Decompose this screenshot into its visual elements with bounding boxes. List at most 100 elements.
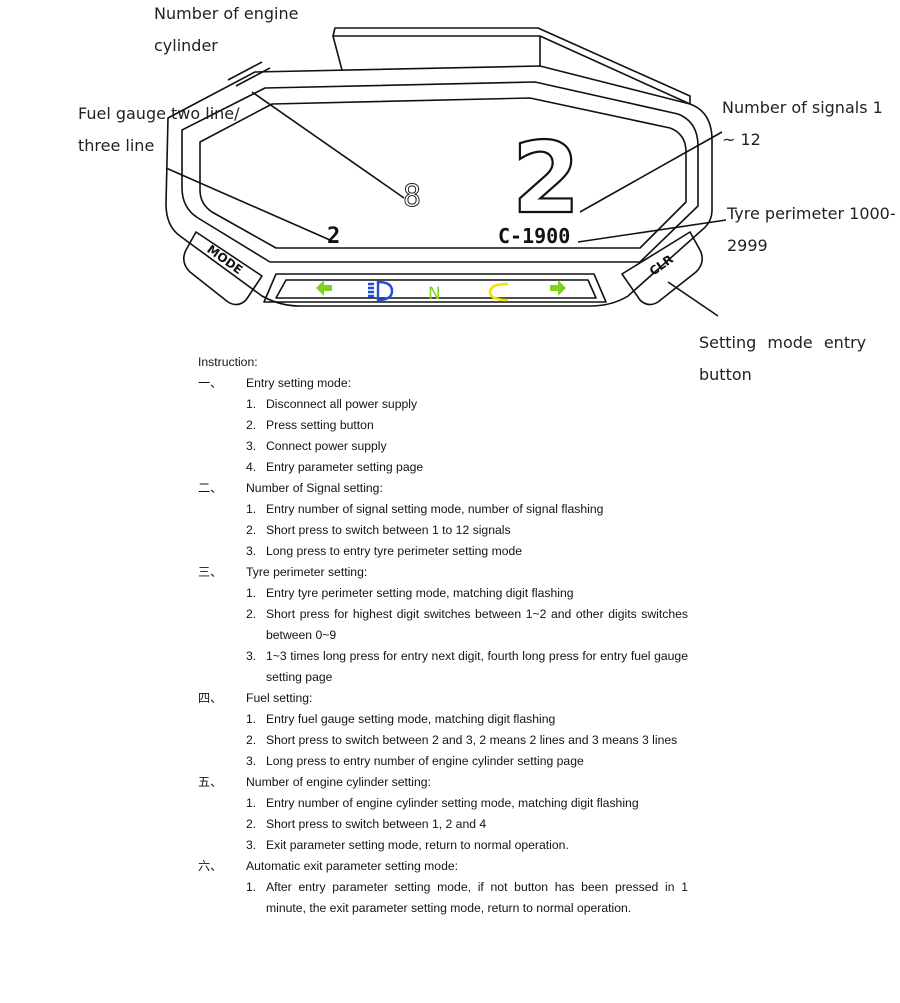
step-number: 2. xyxy=(246,418,257,432)
clr-button-outline xyxy=(621,231,704,306)
instruction-step: 1. Entry number of engine cylinder settin… xyxy=(198,793,688,814)
step-number: 2. xyxy=(246,817,257,831)
section-number: 三、 xyxy=(198,565,223,579)
instruction-step: 1. Entry tyre perimeter setting mode, mat… xyxy=(198,583,688,604)
step-text: Entry tyre perimeter setting mode, match… xyxy=(266,586,574,600)
section-title: Entry setting mode: xyxy=(246,376,351,390)
step-text: Long press to entry tyre perimeter setti… xyxy=(266,544,523,558)
step-number: 1. xyxy=(246,586,257,600)
section-number: 五、 xyxy=(198,775,223,789)
section-number: 二、 xyxy=(198,481,223,495)
instruction-step: 2. Short press to switch between 1 to 12 … xyxy=(198,520,688,541)
step-text: Entry number of engine cylinder setting … xyxy=(266,796,639,810)
step-number: 3. xyxy=(246,439,257,453)
section-title: Tyre perimeter setting: xyxy=(246,565,368,579)
step-text: Short press to switch between 1 to 12 si… xyxy=(266,523,511,537)
section-title: Fuel setting: xyxy=(246,691,313,705)
section-title: Automatic exit parameter setting mode: xyxy=(246,859,459,873)
high-beam-indicator-icon xyxy=(368,280,394,302)
dash-visor-top xyxy=(332,35,541,71)
cylinder-digit: 8 xyxy=(403,179,421,214)
step-number: 1. xyxy=(246,712,257,726)
dash-edge-lines xyxy=(227,61,271,87)
section-heading: 三、 Tyre perimeter setting: xyxy=(198,562,688,583)
instruction-step: 1. After entry parameter setting mode, if… xyxy=(198,877,688,919)
mode-button-outline xyxy=(182,231,263,306)
step-number: 1. xyxy=(246,796,257,810)
section-heading: 五、 Number of engine cylinder setting: xyxy=(198,772,688,793)
section-heading: 一、 Entry setting mode: xyxy=(198,373,688,394)
dash-housing-outer xyxy=(165,65,713,307)
lcd-window xyxy=(199,97,687,249)
instruction-step: 3.Connect power supply xyxy=(198,436,688,457)
dashboard-diagram: 8 2 2 C-1900 MODE CLR N xyxy=(165,27,727,317)
instruction-section: 二、 Number of Signal setting: 1. Entry numbe… xyxy=(198,478,688,562)
step-text: 1~3 times long press for entry next digi… xyxy=(266,649,688,684)
step-text: Long press to entry number of engine cyl… xyxy=(266,754,584,768)
leader-line-signals xyxy=(579,131,723,213)
step-number: 2. xyxy=(246,733,257,747)
right-turn-indicator-icon xyxy=(550,280,566,296)
section-title: Number of engine cylinder setting: xyxy=(246,775,431,789)
step-text: Short press to switch between 2 and 3, 2… xyxy=(266,733,678,747)
gear-digit: 2 xyxy=(512,122,580,236)
instruction-step: 3.Exit parameter setting mode, return to… xyxy=(198,835,688,856)
neutral-indicator: N xyxy=(428,284,441,304)
step-text: After entry parameter setting mode, if n… xyxy=(266,880,688,915)
step-number: 2. xyxy=(246,607,257,621)
callout-setting-button: Setting mode entry button xyxy=(699,333,867,384)
section-number: 一、 xyxy=(198,376,223,390)
leader-line-fuel xyxy=(165,167,331,241)
section-number: 四、 xyxy=(198,691,223,705)
instructions-title: Instruction: xyxy=(198,355,258,369)
indicator-bar xyxy=(263,273,607,303)
instruction-step: 1. Entry fuel gauge setting mode, matchin… xyxy=(198,709,688,730)
leader-line-setting xyxy=(667,281,719,317)
step-number: 1. xyxy=(246,880,257,894)
step-text: Disconnect all power supply xyxy=(266,397,418,411)
step-number: 3. xyxy=(246,649,257,663)
leader-line-tyre xyxy=(577,219,727,243)
instruction-step: 3. Long press to entry tyre perimeter set… xyxy=(198,541,688,562)
instruction-step: 1. Disconnect all power supply xyxy=(198,394,688,415)
step-number: 1. xyxy=(246,502,257,516)
instruction-section: 四、 Fuel setting: 1. Entry fuel gauge settin… xyxy=(198,688,688,772)
step-text: Short press to switch between 1, 2 and 4 xyxy=(266,817,487,831)
step-text: Entry parameter setting page xyxy=(266,460,424,474)
step-text: Short press for highest digit switches b… xyxy=(266,607,688,642)
instruction-section: 三、 Tyre perimeter setting: 1. Entry tyre pe… xyxy=(198,562,688,688)
section-heading: 四、 Fuel setting: xyxy=(198,688,688,709)
step-text: Press setting button xyxy=(266,418,374,432)
step-number: 1. xyxy=(246,397,257,411)
callout-signals: Number of signals 1 ~ 12 xyxy=(722,98,883,149)
check-indicator-icon xyxy=(488,282,509,302)
tyre-readout: C-1900 xyxy=(498,224,570,248)
step-number: 3. xyxy=(246,544,257,558)
left-turn-indicator-icon xyxy=(316,280,332,296)
step-text: Entry fuel gauge setting mode, matching … xyxy=(266,712,556,726)
leader-line-cylinder xyxy=(251,91,405,199)
step-number: 3. xyxy=(246,754,257,768)
step-number: 2. xyxy=(246,523,257,537)
indicator-bar-inner xyxy=(275,279,597,299)
callout-fuel-gauge: Fuel gauge two line/ three line xyxy=(78,104,240,155)
mode-button[interactable]: MODE xyxy=(204,242,245,277)
section-title: Number of Signal setting: xyxy=(246,481,383,495)
instruction-step: 3. Long press to entry number of engine c… xyxy=(198,751,688,772)
step-text: Entry number of signal setting mode, num… xyxy=(266,502,604,516)
step-number: 4. xyxy=(246,460,257,474)
fuel-digit: 2 xyxy=(327,224,340,249)
instruction-step: 2. Press setting button xyxy=(198,415,688,436)
section-number: 六、 xyxy=(198,859,223,873)
instruction-step: 3. 1~3 times long press for entry next di… xyxy=(198,646,688,688)
instruction-step: 1. Entry number of signal setting mode, n… xyxy=(198,499,688,520)
callout-engine-cylinder: Number of engine cylinder xyxy=(154,4,299,55)
instruction-step: 2. Short press to switch between 2 and 3,… xyxy=(198,730,688,751)
callout-tyre-perimeter: Tyre perimeter 1000- 2999 xyxy=(727,204,896,255)
step-number: 3. xyxy=(246,838,257,852)
section-heading: 二、 Number of Signal setting: xyxy=(198,478,688,499)
instruction-step: 4. Entry parameter setting page xyxy=(198,457,688,478)
instruction-section: 六、 Automatic exit parameter setting mode:… xyxy=(198,856,688,919)
instruction-step: 2. Short press to switch between 1, 2 and… xyxy=(198,814,688,835)
dash-housing-inner xyxy=(181,81,699,263)
